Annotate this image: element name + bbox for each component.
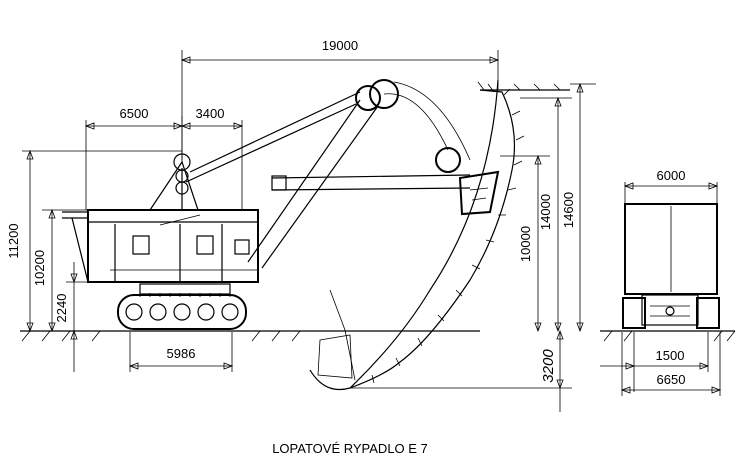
dim-label-3200: 3200 [540,349,557,383]
dim-5986: 5986 [128,332,234,372]
dim-label-6500: 6500 [120,106,149,121]
drawing-title: LOPATOVÉ RYPADLO E 7 [272,441,428,456]
hoist-rope [383,81,471,161]
dim-label-10200: 10200 [32,250,47,286]
ground-line-front [600,330,736,342]
digging-arc [309,79,499,391]
dim-right-verticals: 10000 14000 14600 3200 [350,82,596,412]
machinery-house [62,209,259,283]
dim-label-11200: 11200 [6,223,21,258]
dim-label-1500: 1500 [656,348,685,363]
dim-label-14600: 14600 [561,192,576,228]
dipper-bucket [458,170,500,216]
dim-label-5986: 5986 [167,346,196,361]
crawler-track-side [117,283,247,330]
dim-label-6000: 6000 [657,168,686,183]
dim-19000: 19000 [180,38,500,162]
dim-label-2240: 2240 [54,294,69,323]
dipper-stick [271,147,471,191]
dim-label-10000: 10000 [518,226,533,262]
front-view [622,203,720,329]
boom [185,79,399,269]
a-frame [149,153,199,211]
dim-label-19000: 19000 [322,38,358,53]
dim-label-6650: 6650 [657,372,686,387]
dim-label-14000: 14000 [538,194,553,230]
bucket-ghost [317,289,356,381]
ground-line-side [20,330,480,342]
dim-label-3400: 3400 [196,106,225,121]
dim-6500-3400: 6500 3400 [84,106,244,210]
dim-left-verticals: 11200 10200 2240 [6,149,182,372]
dig-face [349,81,570,389]
dim-front: 6000 1500 6650 [600,168,722,396]
